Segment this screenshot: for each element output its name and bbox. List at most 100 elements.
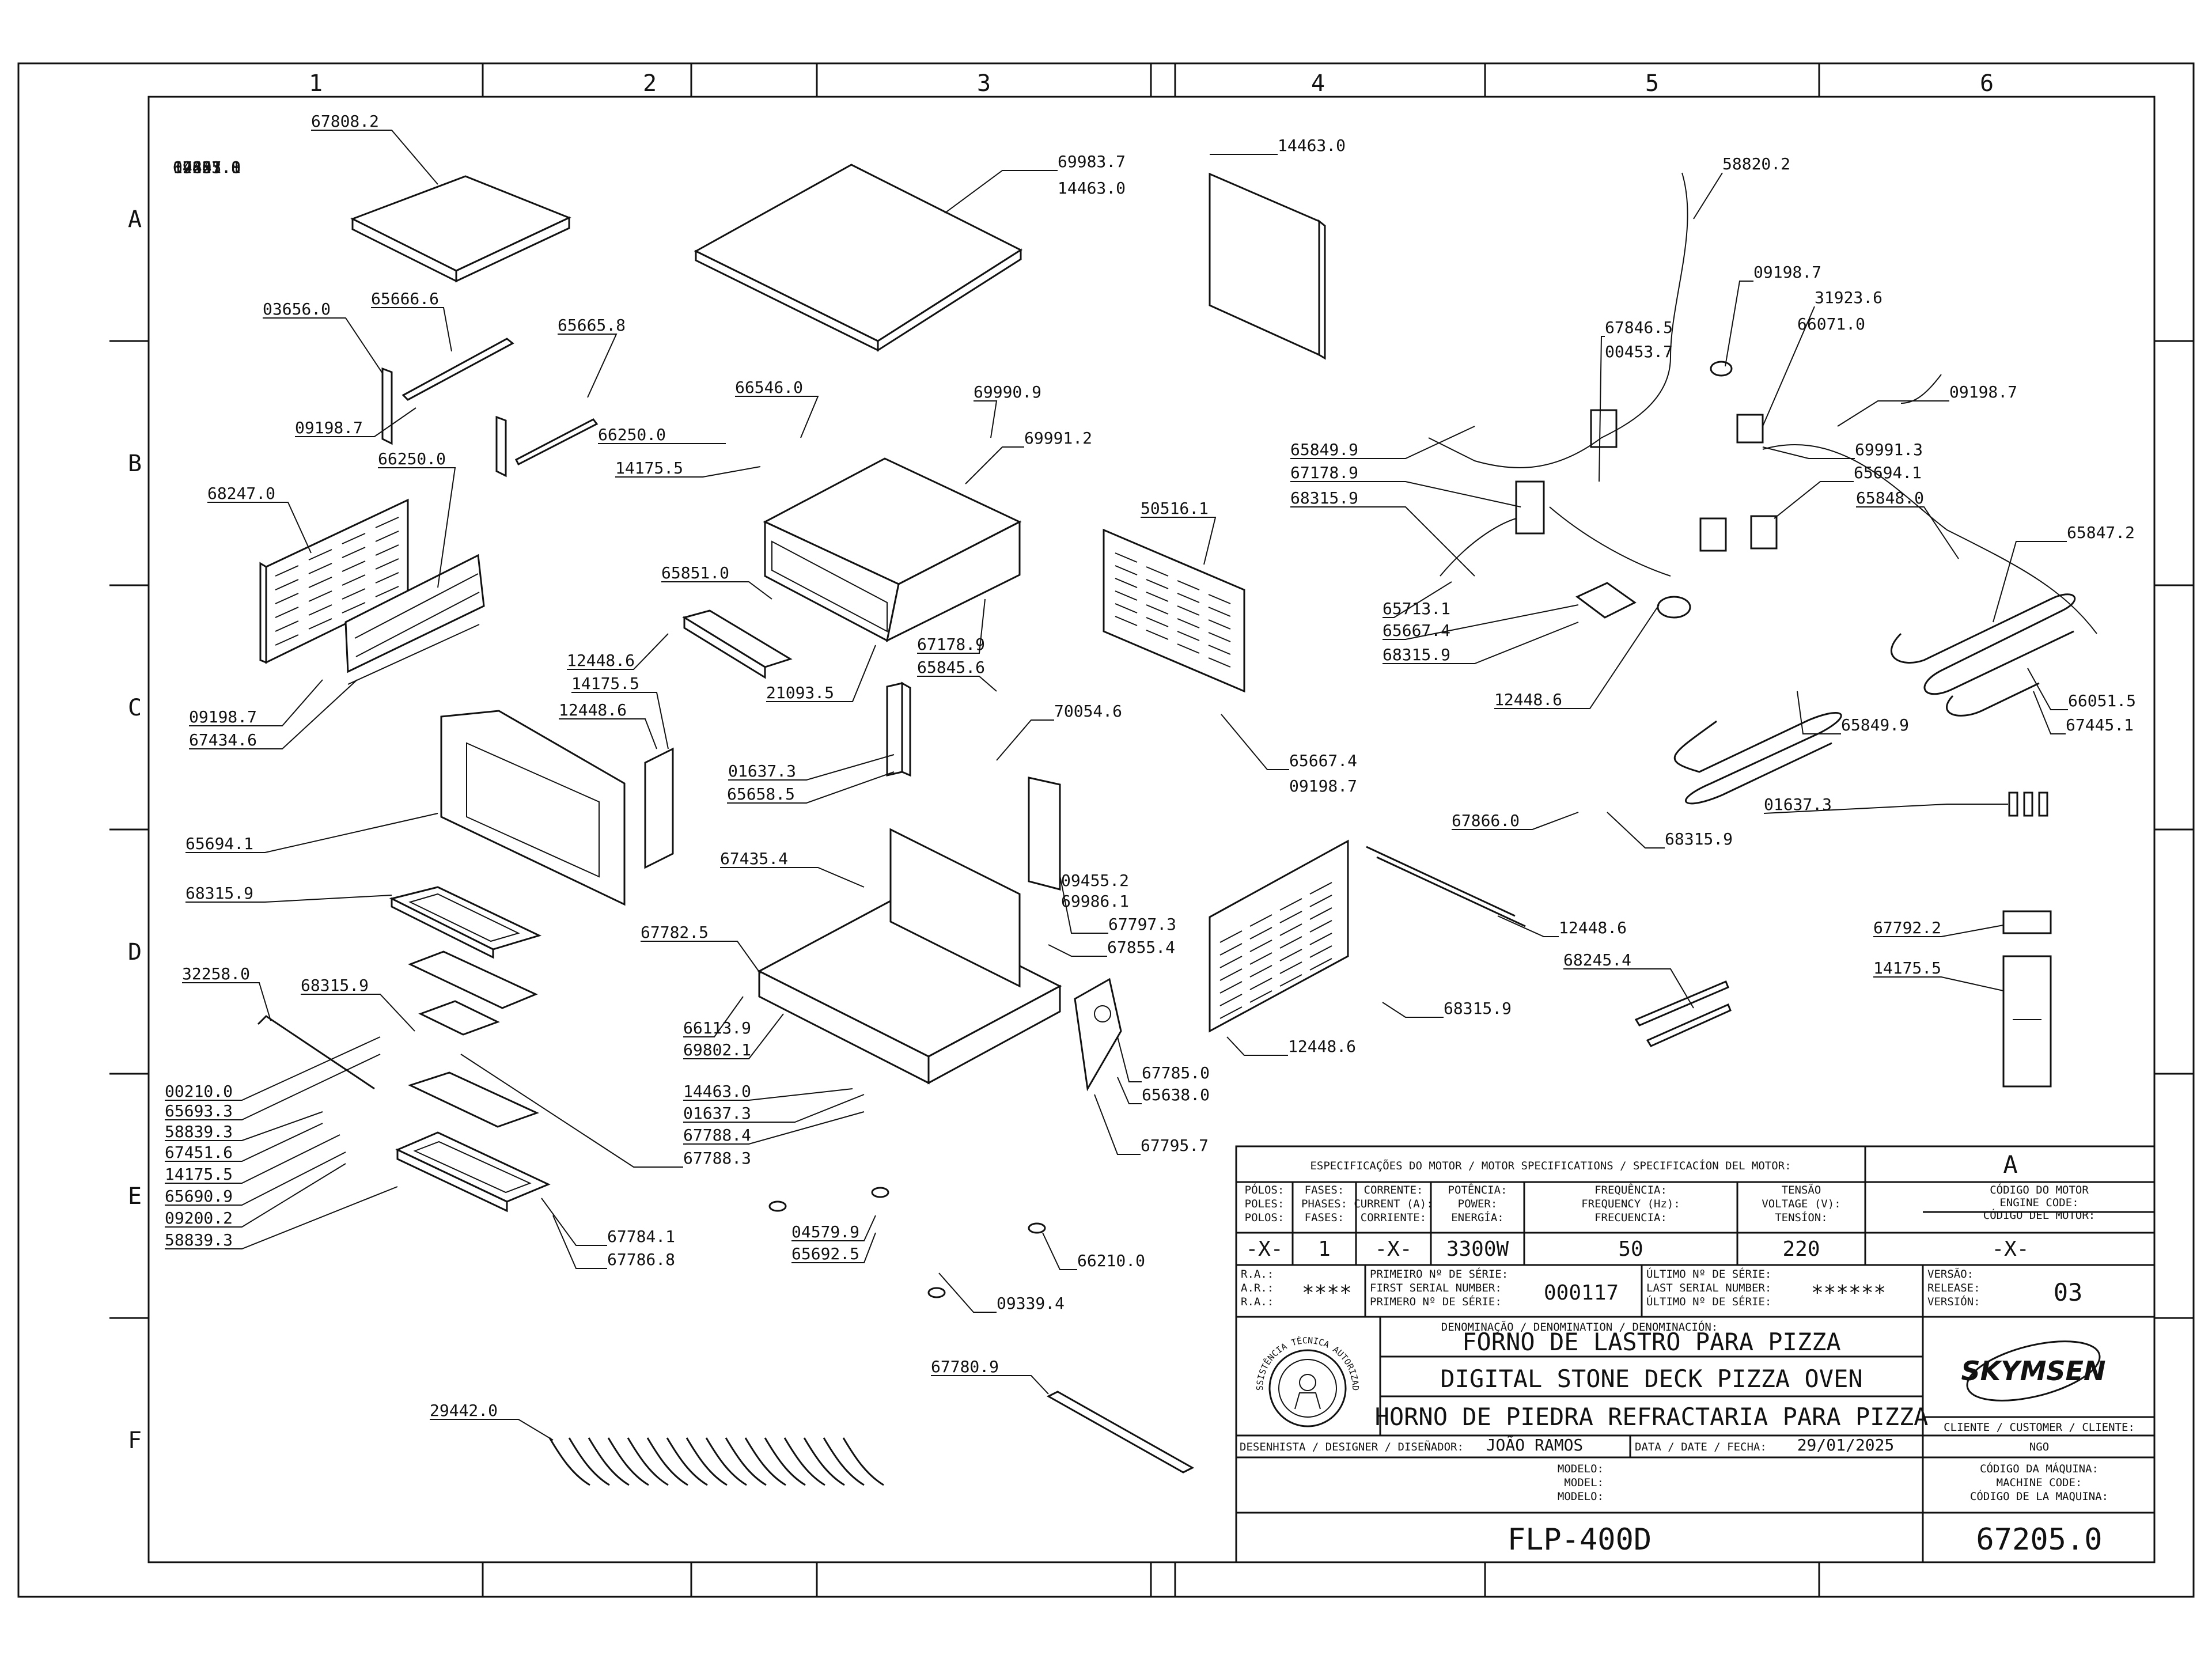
machine-code-label-3: CÓDIGO DE LA MAQUINA: (1970, 1489, 2108, 1503)
part-callout: 68315.9 (185, 884, 253, 903)
part-callout: 69802.1 (683, 1040, 751, 1059)
leader-line (1059, 875, 1108, 934)
grille-slot (1279, 936, 1302, 949)
leader-line (1141, 517, 1217, 565)
part-callout: 01637.3 (728, 762, 796, 781)
part-callout: 65849.9 (1290, 440, 1358, 459)
part-callout: 69991.2 (1024, 429, 1092, 448)
part-callout: 65713.1 (1382, 599, 1450, 618)
grille-slot (275, 620, 299, 632)
rails-part (1366, 846, 1526, 927)
grille-slot (1115, 552, 1138, 563)
leader-line (965, 446, 1024, 484)
last-serial-label-2: LAST SERIAL NUMBER: (1646, 1282, 1771, 1294)
part-callout: 69831.8 (173, 158, 241, 177)
grille-slot (342, 560, 366, 572)
part-callout: 67786.8 (607, 1250, 675, 1269)
model-label-2: MODEL: (1564, 1476, 1604, 1489)
springs-part (548, 1437, 884, 1486)
grid-row-label: C (128, 695, 142, 721)
version-label-2: RELEASE: (1927, 1282, 1980, 1294)
spring-wire (705, 1437, 747, 1486)
leader-line (791, 1232, 876, 1263)
leader-line (1763, 804, 2008, 814)
grille-slot (1177, 593, 1200, 603)
part-callout: 66250.0 (598, 425, 666, 444)
lower-chassis-part (757, 828, 1062, 1085)
part-callout: 31923.6 (1815, 288, 1883, 307)
voltage-label-2: VOLTAGE (V): (1762, 1198, 1840, 1210)
current-value: -X- (1374, 1237, 1412, 1261)
part-callout: 67780.9 (931, 1357, 999, 1376)
client-label: CLIENTE / CUSTOMER / CLIENTE: (1944, 1421, 2135, 1434)
part-callout: 67785.0 (1142, 1063, 1210, 1082)
grille-slot (1219, 930, 1243, 943)
grille-slot (342, 602, 366, 613)
part-callout: 67435.4 (720, 849, 788, 868)
grille-slot (1208, 632, 1231, 642)
date-value: 29/01/2025 (1797, 1435, 1895, 1455)
revision-letter: A (2003, 1150, 2017, 1179)
leader-line (552, 1215, 607, 1269)
foot (927, 1287, 946, 1298)
part-callout: 09198.7 (1949, 382, 2017, 402)
part-callout: 09198.7 (295, 418, 363, 437)
leader-line (938, 1272, 997, 1313)
leader-line (185, 895, 392, 903)
part-callout: 66051.5 (2068, 691, 2136, 710)
grille-slot (308, 590, 332, 602)
grille-slot (1208, 607, 1231, 617)
grille-slot (342, 547, 366, 558)
ra-label-2: A.R.: (1241, 1282, 1274, 1294)
leader-line (661, 581, 772, 600)
leader-line (165, 1123, 323, 1162)
designer-label: DESENHISTA / DESIGNER / DISEÑADOR: (1240, 1440, 1464, 1453)
part-callout: 03656.0 (263, 300, 331, 319)
leader-line (766, 645, 876, 702)
leader-line (1762, 306, 1815, 427)
upper-chassis-part (763, 457, 1022, 642)
spring-wire (725, 1437, 767, 1486)
part-callout: 65847.2 (2067, 523, 2135, 542)
leader-line (683, 1088, 853, 1101)
model-label-1: MODELO: (1558, 1463, 1604, 1475)
grille-slot (1309, 920, 1332, 933)
part-callout: 67788.4 (683, 1126, 751, 1145)
frequency-value: 50 (1618, 1237, 1643, 1261)
part-callout: 58839.3 (165, 1230, 233, 1249)
grille-slot (1249, 990, 1272, 1003)
engine-code-label-3: CÓDIGO DEL MOTOR: (1983, 1208, 2095, 1222)
engine-code-value: -X- (1991, 1237, 2029, 1261)
model-value: FLP-400D (1508, 1522, 1652, 1557)
version-value: 03 (2054, 1278, 2083, 1306)
part-callout: 09198.7 (1289, 777, 1357, 796)
leader-line (1048, 944, 1107, 957)
engine-code-label-2: ENGINE CODE: (1999, 1196, 2078, 1209)
glass-part (407, 950, 539, 1128)
leader-line (185, 813, 438, 853)
denomination-label: DENOMINAÇÃO / DENOMINATION / DENOMINACIÓ… (1441, 1320, 1718, 1334)
phases-value: 1 (1318, 1237, 1331, 1261)
current-label-2: CURRENT (A): (1354, 1198, 1433, 1210)
foot (768, 1200, 787, 1212)
electrical-components (1428, 172, 2097, 634)
grille-slot (1309, 933, 1332, 945)
spring-wire (803, 1437, 845, 1486)
spring-wire (646, 1437, 688, 1486)
grille-slot (275, 607, 299, 618)
bar-part (1046, 1391, 1195, 1474)
grille-slot (1146, 592, 1169, 602)
grille-slot (1146, 617, 1169, 627)
grille-slot (275, 579, 299, 590)
leader-line (263, 317, 383, 374)
leader-line (571, 692, 669, 749)
leader-line (301, 994, 415, 1032)
part-callout: 69986.1 (1061, 892, 1129, 911)
grille-slot (1249, 927, 1272, 940)
part-callout: 67792.2 (1873, 918, 1941, 937)
leader-line (720, 867, 865, 888)
leader-line (1693, 172, 1723, 219)
part-callout: 66250.0 (378, 449, 446, 468)
grille-slot (308, 549, 332, 560)
grille-slot (1309, 958, 1332, 971)
